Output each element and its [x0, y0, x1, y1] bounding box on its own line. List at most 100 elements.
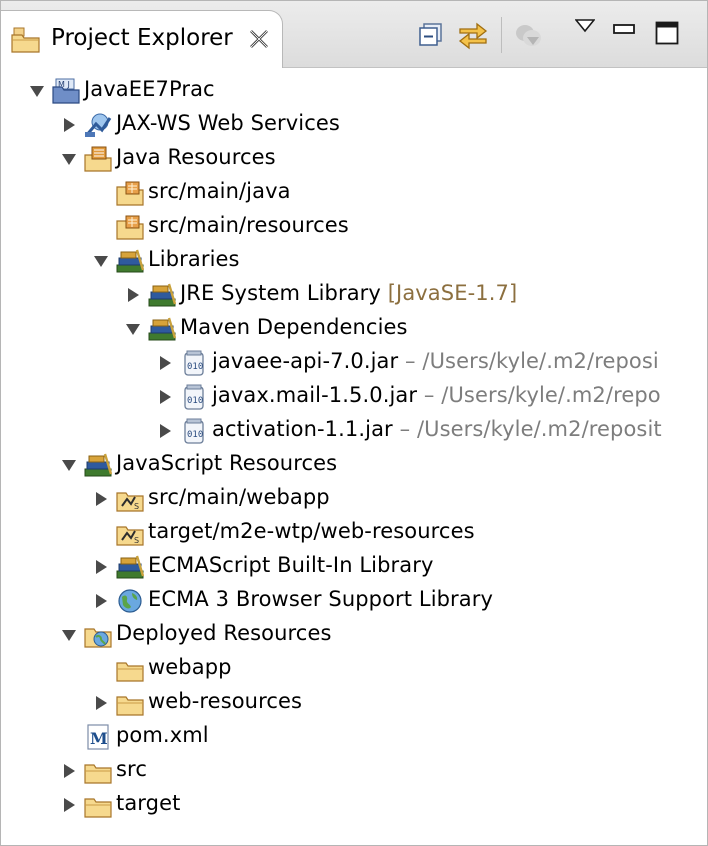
tree-item-name: ECMAScript Built-In Library — [148, 553, 434, 577]
tree-item-path: – /Users/kyle/.m2/repo — [417, 383, 661, 407]
view-menu-icon[interactable] — [575, 19, 595, 33]
web-services-icon — [84, 113, 112, 137]
source-folder-icon — [116, 215, 144, 240]
tree-item-label: javax.mail-1.5.0.jar – /Users/kyle/.m2/r… — [212, 383, 661, 407]
tree-item-name: src/main/resources — [148, 213, 349, 237]
tree-item[interactable]: target — [1, 788, 707, 822]
collapsed-twisty-icon[interactable] — [125, 287, 141, 303]
tree-item[interactable]: JavaScript Resources — [1, 448, 707, 482]
project-explorer-icon — [11, 27, 40, 53]
tree-item[interactable]: 010 javaee-api-7.0.jar – /Users/kyle/.m2/… — [1, 346, 707, 380]
collapsed-twisty-icon[interactable] — [93, 559, 109, 575]
expanded-twisty-icon[interactable] — [61, 457, 77, 473]
tree-item[interactable]: ECMAScript Built-In Library — [1, 550, 707, 584]
tree-item-label: webapp — [148, 655, 232, 679]
svg-text:010: 010 — [187, 430, 203, 440]
maximize-icon[interactable] — [655, 21, 679, 45]
tree-item[interactable]: ECMA 3 Browser Support Library — [1, 584, 707, 618]
tree-item-label: src — [116, 757, 147, 781]
view-title: Project Explorer — [51, 25, 233, 51]
expanded-twisty-icon[interactable] — [61, 151, 77, 167]
tree-item[interactable]: web-resources — [1, 686, 707, 720]
tree-item-name: ECMA 3 Browser Support Library — [148, 587, 494, 611]
tree-item-name: src — [116, 757, 147, 781]
tree-item-name: Java Resources — [116, 145, 276, 169]
collapsed-twisty-icon[interactable] — [93, 491, 109, 507]
tree-item-name: JAX-WS Web Services — [116, 111, 340, 135]
tree-item-label: activation-1.1.jar – /Users/kyle/.m2/rep… — [212, 417, 662, 441]
tree-item[interactable]: JRE System Library [JavaSE-1.7] — [1, 278, 707, 312]
tree-item[interactable]: Libraries — [1, 244, 707, 278]
tree-item-name: target — [116, 791, 181, 815]
tree-item[interactable]: src/main/java — [1, 176, 707, 210]
collapsed-twisty-icon[interactable] — [93, 695, 109, 711]
jar-icon: 010 — [184, 418, 204, 444]
svg-text:010: 010 — [187, 362, 203, 372]
tree-item-label: Libraries — [148, 247, 240, 271]
jar-icon: 010 — [184, 350, 204, 376]
collapsed-twisty-icon[interactable] — [157, 355, 173, 371]
tree-item[interactable]: Java Resources — [1, 142, 707, 176]
collapse-all-icon[interactable] — [419, 23, 443, 47]
tree-item-label: target — [116, 791, 180, 815]
collapsed-twisty-icon[interactable] — [61, 797, 77, 813]
tree-item-name: webapp — [148, 655, 232, 679]
collapsed-twisty-icon[interactable] — [157, 423, 173, 439]
jar-icon: 010 — [184, 384, 204, 410]
tree-item-label: Java Resources — [116, 145, 276, 169]
tree-item-label: src/main/webapp — [148, 485, 330, 509]
link-with-editor-icon[interactable] — [457, 18, 489, 50]
tree-item[interactable]: Deployed Resources — [1, 618, 707, 652]
tree-item-name: src/main/webapp — [148, 485, 330, 509]
library-icon — [116, 555, 144, 579]
tree-item[interactable]: 010 javax.mail-1.5.0.jar – /Users/kyle/.m… — [1, 380, 707, 414]
tree-item-name: JRE System Library — [180, 281, 381, 305]
tab-project-explorer[interactable]: Project Explorer — [1, 10, 283, 68]
tree-item[interactable]: src/main/resources — [1, 210, 707, 244]
minimize-icon[interactable] — [613, 21, 635, 35]
expanded-twisty-icon[interactable] — [93, 253, 109, 269]
javascript-folder-icon: S — [116, 526, 144, 546]
collapsed-twisty-icon[interactable] — [61, 117, 77, 133]
project-icon: M J — [52, 78, 80, 104]
tree-item[interactable]: src — [1, 754, 707, 788]
tree-item-label: src/main/resources — [148, 213, 349, 237]
disabled-action-icon — [516, 25, 541, 46]
library-icon — [116, 249, 144, 273]
tree-item-label: Maven Dependencies — [180, 315, 408, 339]
tree-item-name: activation-1.1.jar — [212, 417, 393, 441]
expanded-twisty-icon[interactable] — [61, 627, 77, 643]
close-icon[interactable] — [248, 28, 270, 50]
tree-item-label: JRE System Library [JavaSE-1.7] — [180, 281, 517, 305]
tree-item-label: ECMAScript Built-In Library — [148, 553, 434, 577]
expanded-twisty-icon[interactable] — [125, 321, 141, 337]
svg-text:M: M — [90, 729, 108, 748]
tree-item-name: javax.mail-1.5.0.jar — [212, 383, 418, 407]
java-resources-icon — [84, 146, 112, 172]
maven-pom-icon: M — [87, 724, 109, 750]
tree-item-label: JavaScript Resources — [116, 451, 337, 475]
svg-text:S: S — [134, 536, 139, 545]
tree-item-label: web-resources — [148, 689, 302, 713]
javascript-folder-icon: S — [116, 492, 144, 512]
folder-icon — [84, 764, 112, 784]
library-icon — [148, 283, 176, 307]
tree-item-label: src/main/java — [148, 179, 291, 203]
collapsed-twisty-icon[interactable] — [61, 763, 77, 779]
expanded-twisty-icon[interactable] — [29, 83, 45, 99]
tree-item-path: – /Users/kyle/.m2/reposi — [398, 349, 659, 373]
collapsed-twisty-icon[interactable] — [157, 389, 173, 405]
collapsed-twisty-icon[interactable] — [93, 593, 109, 609]
tree-item[interactable]: 010 activation-1.1.jar – /Users/kyle/.m2/… — [1, 414, 707, 448]
library-icon — [84, 453, 112, 477]
tree-item[interactable]: JAX-WS Web Services — [1, 108, 707, 142]
tree-item-name: javaee-api-7.0.jar — [212, 349, 399, 373]
tree-item[interactable]: webapp — [1, 652, 707, 686]
tree-item[interactable]: Maven Dependencies — [1, 312, 707, 346]
folder-icon — [116, 696, 144, 716]
